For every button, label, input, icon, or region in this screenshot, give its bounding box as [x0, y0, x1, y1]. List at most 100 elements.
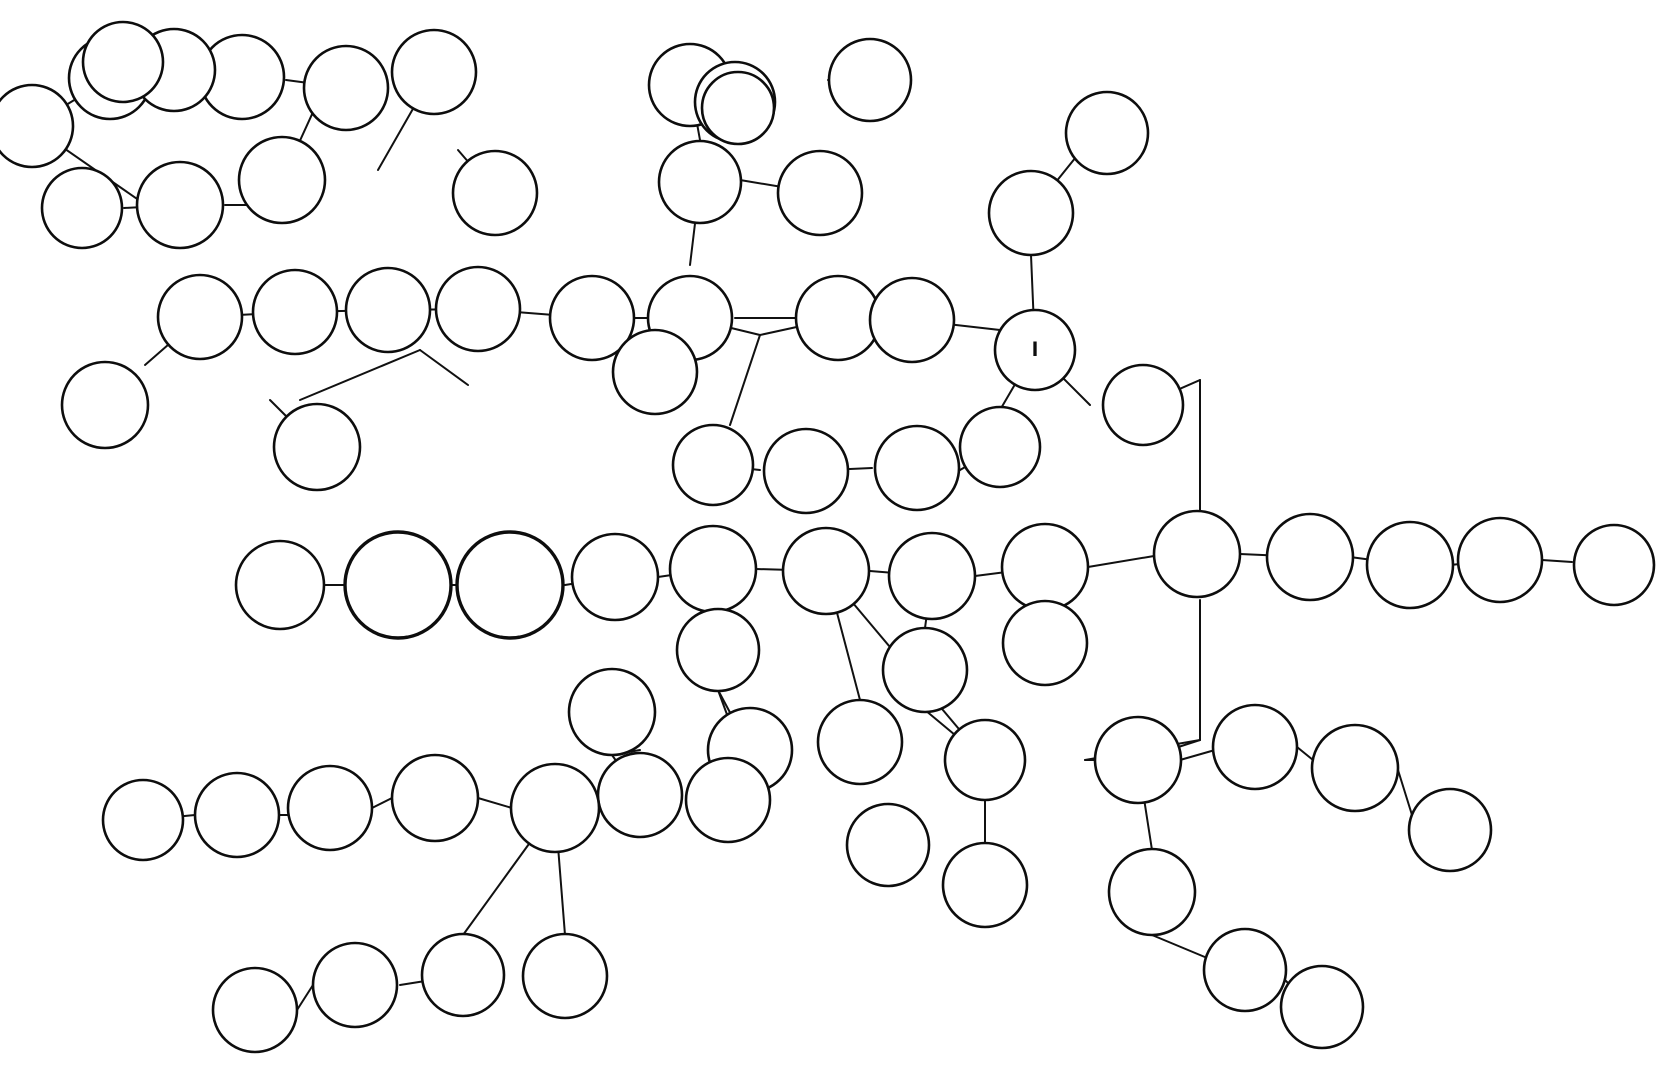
node-circle: [211, 966, 299, 1054]
node-circle: [776, 149, 864, 237]
person-node: [987, 169, 1075, 257]
node-circle: [1310, 723, 1400, 813]
node-circle: [993, 308, 1077, 392]
person-node: [570, 532, 660, 622]
person-node: [881, 626, 969, 714]
person-node: [135, 160, 225, 250]
node-circle: [684, 756, 772, 844]
person-node: [156, 273, 244, 361]
person-node: [521, 932, 609, 1020]
person-node: [343, 530, 453, 640]
node-circle: [596, 751, 684, 839]
node-circle: [781, 526, 871, 616]
person-node: [675, 607, 761, 693]
node-circle: [1365, 520, 1455, 610]
node-circle: [816, 698, 904, 786]
node-circle: [521, 932, 609, 1020]
node-circle: [156, 273, 244, 361]
node-circle: [671, 423, 755, 507]
node-circle: [60, 360, 150, 450]
connector-line: [1179, 749, 1216, 761]
person-node: [1279, 964, 1365, 1050]
node-circle: [845, 802, 931, 888]
person-node: [1093, 715, 1183, 805]
person-node: [193, 771, 281, 859]
person-node: [1265, 512, 1355, 602]
person-node: [420, 932, 506, 1018]
node-circle: [1407, 787, 1493, 873]
person-node: [509, 762, 601, 854]
node-circle: [1265, 512, 1355, 602]
node-circle: [1152, 509, 1242, 599]
node-circle: [873, 424, 961, 512]
node-circle: [311, 941, 399, 1029]
node-circle: [1572, 523, 1656, 607]
person-node: [668, 524, 758, 614]
node-circle: [868, 276, 956, 364]
node-label: ا: [1032, 339, 1039, 361]
node-circle: [135, 160, 225, 250]
node-circle: [234, 539, 326, 631]
person-node: [1572, 523, 1656, 607]
person-node: [1000, 522, 1090, 612]
connector-line: [1397, 769, 1413, 816]
person-node: [887, 531, 977, 621]
node-circle: [0, 83, 75, 169]
person-node: [211, 966, 299, 1054]
node-circle: [941, 841, 1029, 929]
person-node: [451, 149, 539, 237]
person-node: [234, 539, 326, 631]
person-node: [1456, 516, 1544, 604]
person-node: [1310, 723, 1400, 813]
node-circle: [1101, 363, 1185, 447]
node-circle: [193, 771, 281, 859]
node-circle: [344, 266, 432, 354]
person-node: [1211, 703, 1299, 791]
person-node: [101, 778, 185, 862]
node-circle: [611, 328, 699, 416]
connector-line: [1087, 555, 1155, 568]
connector-line: [296, 984, 314, 1011]
connector-line: [371, 797, 393, 809]
person-node: [311, 941, 399, 1029]
node-circle: [81, 20, 165, 104]
person-node: [816, 698, 904, 786]
person-nodes: ا: [0, 20, 1656, 1054]
connector-line: [1541, 559, 1573, 563]
node-circle: [390, 28, 478, 116]
node-circle: [1093, 715, 1183, 805]
person-node: [700, 70, 776, 146]
node-circle: [881, 626, 969, 714]
node-circle: [343, 530, 453, 640]
person-node: [1064, 90, 1150, 176]
node-circle: [420, 932, 506, 1018]
person-node: [390, 28, 478, 116]
person-node: [827, 37, 913, 123]
person-node: [1107, 847, 1197, 937]
person-node: [567, 667, 657, 757]
node-circle: [251, 268, 339, 356]
node-circle: [548, 274, 636, 362]
node-circle: [509, 762, 601, 854]
node-circle: [1202, 927, 1288, 1013]
person-node: [237, 135, 327, 225]
node-circle: [827, 37, 913, 123]
node-circle: [943, 718, 1027, 802]
node-circle: [762, 427, 850, 515]
person-node: [548, 274, 636, 362]
node-circle: [434, 265, 522, 353]
node-circle: [1279, 964, 1365, 1050]
person-node: [941, 841, 1029, 929]
node-circle: [1107, 847, 1197, 937]
connector-line: [1296, 746, 1314, 761]
person-node: [657, 139, 743, 225]
node-circle: [958, 405, 1042, 489]
node-circle: [302, 44, 390, 132]
person-node: ا: [993, 308, 1077, 392]
node-circle: [286, 764, 374, 852]
node-circle: [237, 135, 327, 225]
connector-line: [1151, 934, 1213, 961]
node-circle: [1456, 516, 1544, 604]
person-node: [684, 756, 772, 844]
